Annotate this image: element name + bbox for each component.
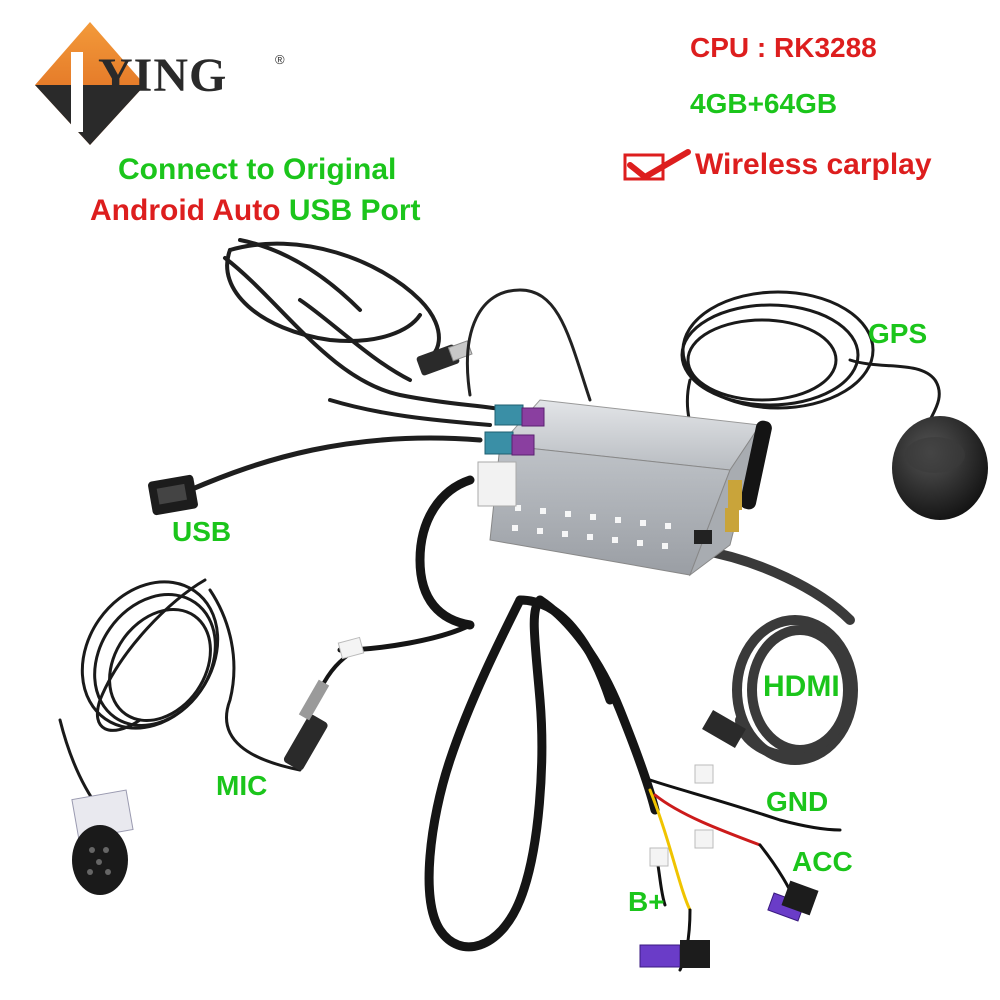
- mic-label: MIC: [216, 770, 268, 801]
- microphone: [71, 789, 134, 895]
- diamond-logo-icon: [35, 22, 145, 145]
- usb-label: USB: [172, 516, 232, 547]
- b-plus-label: B+: [628, 886, 665, 917]
- usb-port-text: USB Port: [288, 194, 421, 227]
- brand-name: YING: [98, 49, 228, 102]
- hdmi-label: HDMI: [763, 670, 840, 703]
- checkmark-icon: [623, 149, 691, 181]
- usb-female-connector: [148, 474, 198, 516]
- wire-tags: [337, 636, 714, 867]
- cpu-spec: CPU : RK3288: [690, 32, 877, 63]
- acc-label: ACC: [792, 846, 853, 877]
- cables: [58, 238, 941, 972]
- memory-spec: 4GB+64GB: [690, 88, 838, 119]
- android-auto-text: Android Auto: [90, 194, 281, 227]
- fuse-taps: [639, 880, 819, 968]
- interface-box: [477, 399, 772, 577]
- connect-note-line2: Android Auto USB Port: [90, 196, 421, 226]
- registered-mark: ®: [275, 52, 285, 67]
- gps-label: GPS: [868, 318, 928, 349]
- gnd-label: GND: [766, 786, 829, 817]
- connect-note-line1: Connect to Original: [118, 153, 397, 186]
- gps-antenna: [892, 416, 988, 520]
- wireless-carplay-label: Wireless carplay: [695, 148, 932, 181]
